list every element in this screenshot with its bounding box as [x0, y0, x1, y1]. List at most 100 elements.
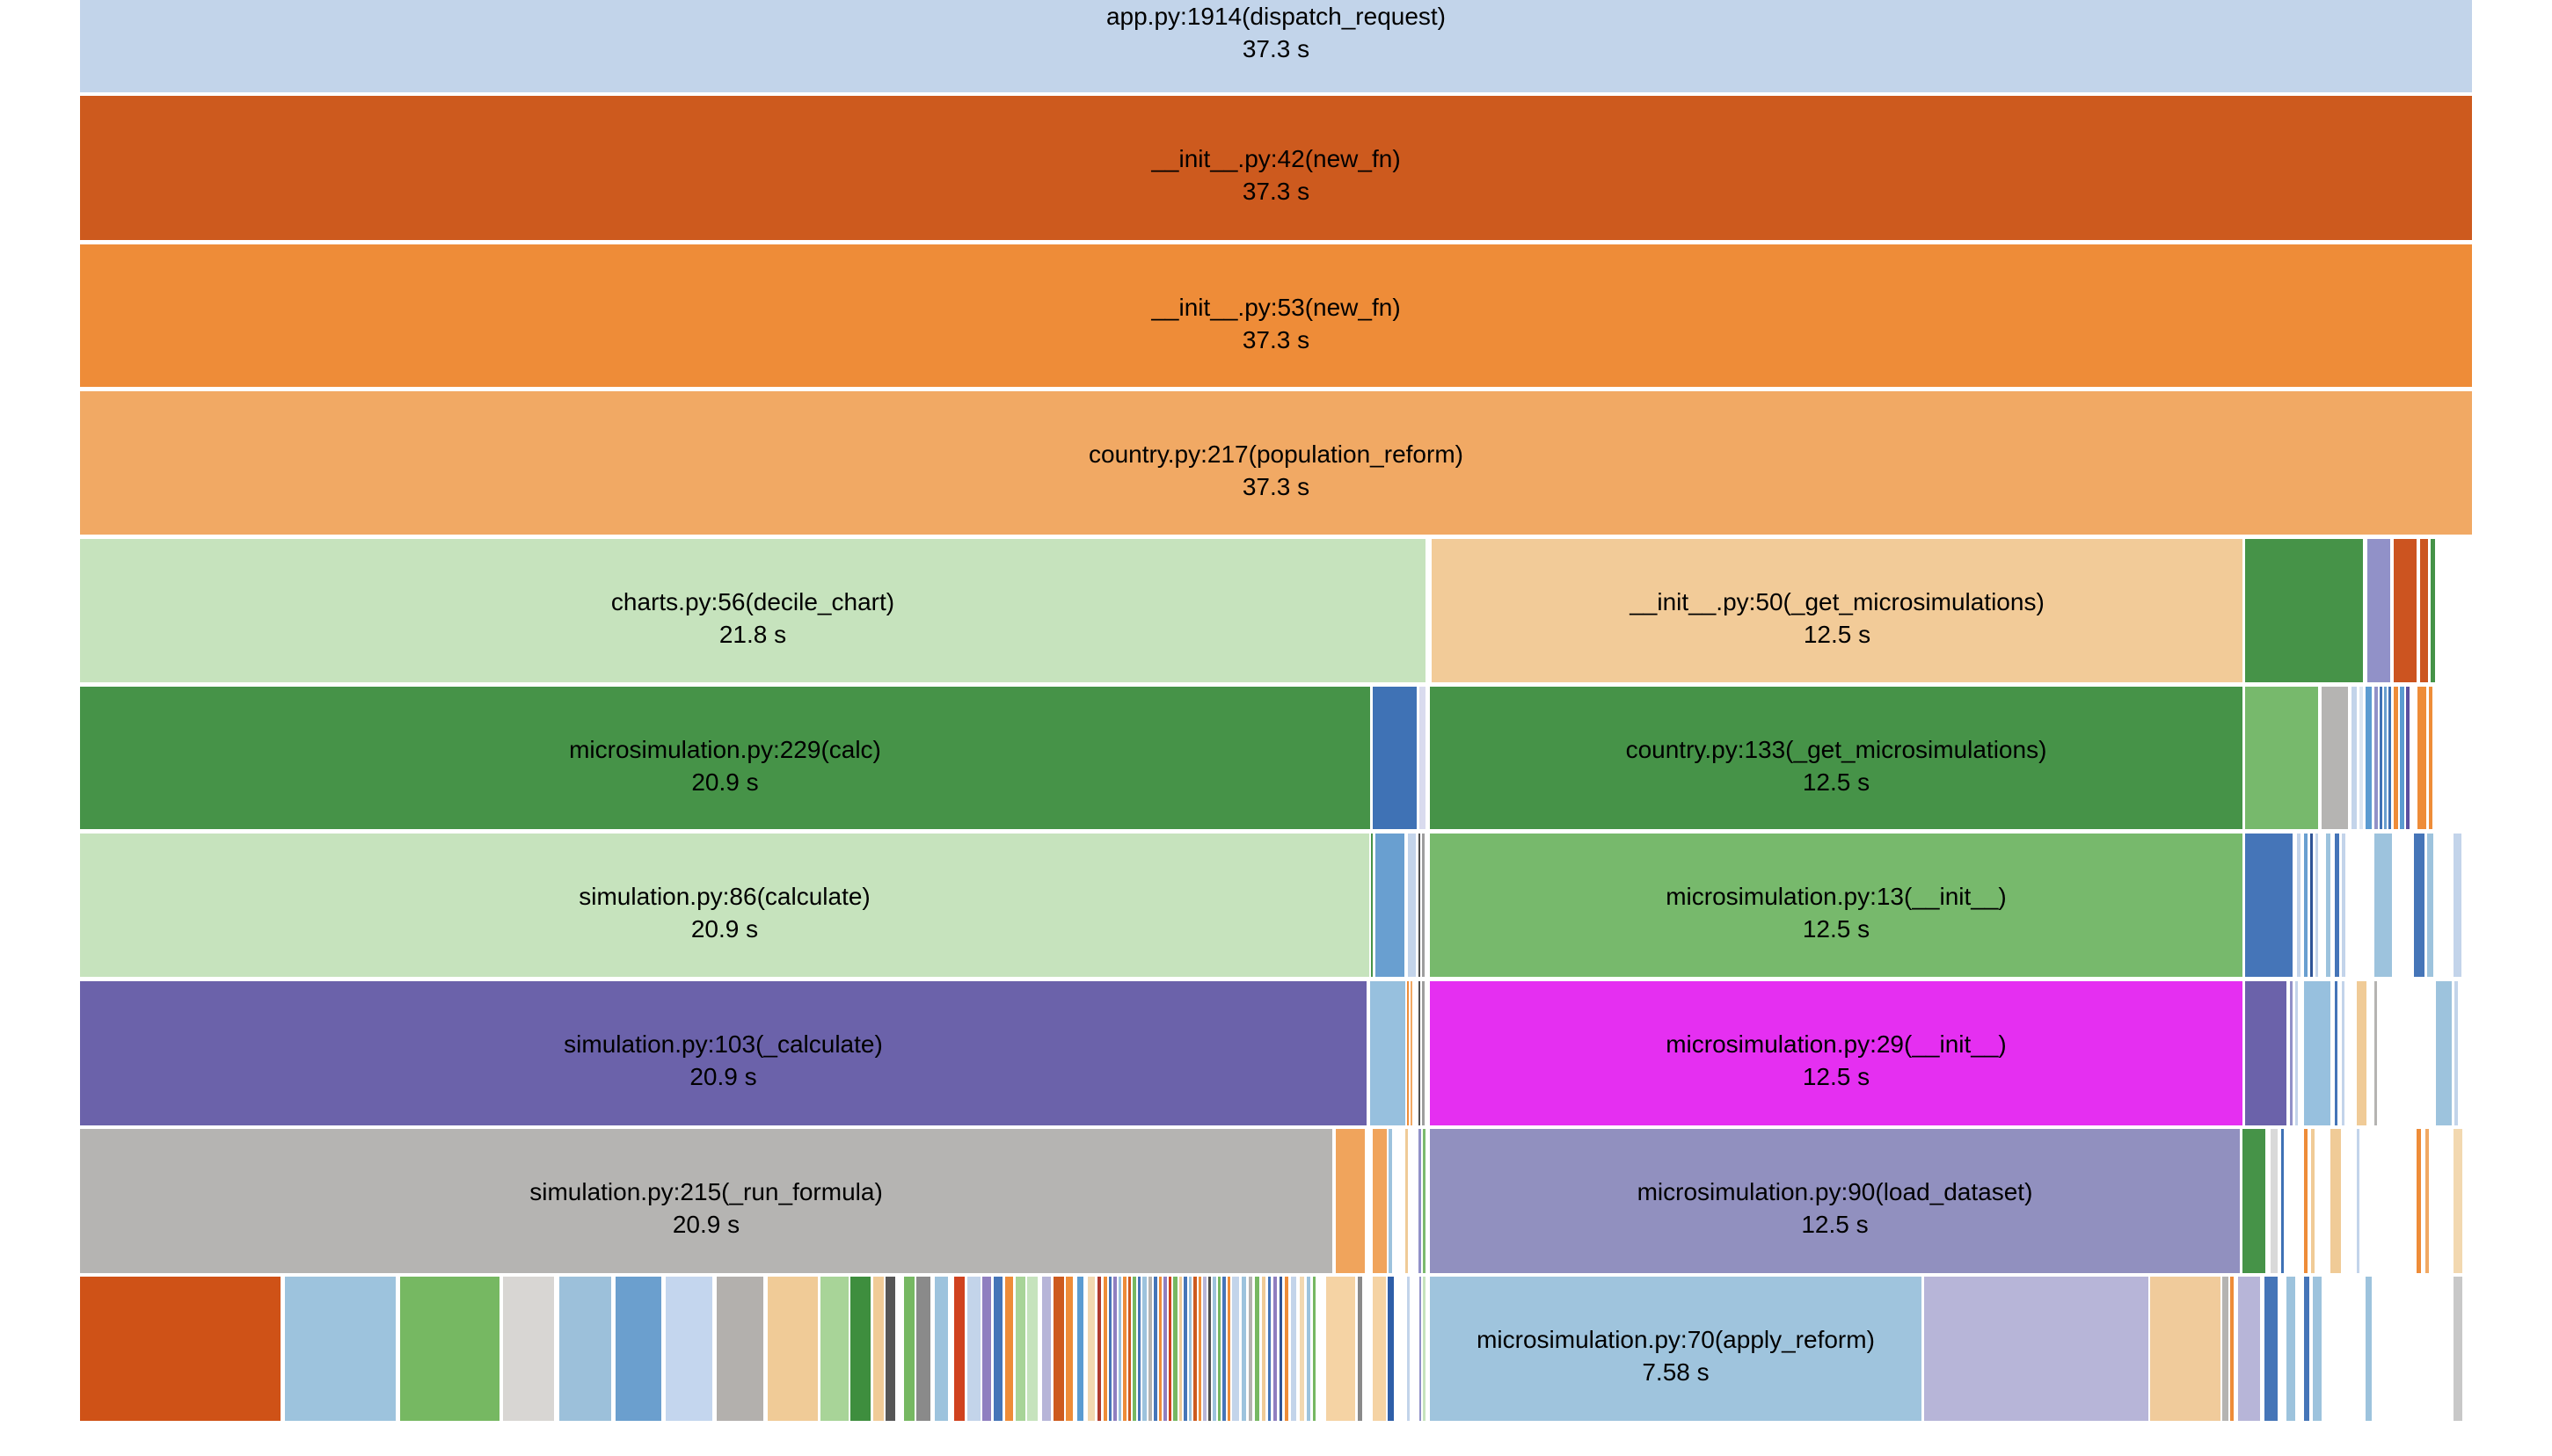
flame-block[interactable] [1159, 1277, 1162, 1421]
flame-block[interactable] [2431, 539, 2435, 682]
flame-block[interactable] [1268, 1277, 1271, 1421]
flame-block[interactable] [2374, 834, 2392, 977]
flame-block[interactable] [1313, 1277, 1316, 1421]
flame-block[interactable] [2388, 687, 2391, 829]
flame-block[interactable] [1228, 1277, 1230, 1421]
flame-block[interactable]: country.py:217(population_reform)37.3 s [80, 391, 2472, 535]
flame-block[interactable] [1280, 1277, 1282, 1421]
flame-block[interactable] [1407, 981, 1409, 1125]
flame-block[interactable] [2359, 687, 2363, 829]
flame-block[interactable] [1097, 1277, 1101, 1421]
flame-block[interactable] [2281, 1129, 2284, 1273]
flame-block[interactable] [1291, 1277, 1296, 1421]
flame-block[interactable] [994, 1277, 1003, 1421]
flame-block[interactable] [2150, 1277, 2220, 1421]
flame-block[interactable] [2394, 687, 2398, 829]
flame-block[interactable] [2454, 1129, 2462, 1273]
flame-block[interactable] [1388, 1277, 1394, 1421]
flame-block[interactable] [1005, 1277, 1013, 1421]
flame-block[interactable] [559, 1277, 611, 1421]
flame-block[interactable] [1154, 1277, 1157, 1421]
flame-block[interactable] [2290, 981, 2293, 1125]
flame-block[interactable] [1138, 1277, 1141, 1421]
flame-block[interactable] [2245, 539, 2363, 682]
flame-block[interactable] [1285, 1277, 1288, 1421]
flame-block[interactable] [2429, 687, 2432, 829]
flame-block[interactable] [2245, 981, 2286, 1125]
flame-block[interactable] [2342, 834, 2345, 977]
flame-block[interactable] [982, 1277, 991, 1421]
flame-block[interactable] [1419, 687, 1425, 829]
flame-block[interactable] [1924, 1277, 2148, 1421]
flame-block[interactable] [1373, 1277, 1386, 1421]
flame-block[interactable] [1370, 981, 1405, 1125]
flame-block[interactable] [1273, 1277, 1277, 1421]
flame-block[interactable] [1027, 1277, 1038, 1421]
flame-block[interactable] [1104, 1277, 1107, 1421]
flame-block[interactable]: __init__.py:53(new_fn)37.3 s [80, 244, 2472, 387]
flame-block[interactable] [1375, 834, 1404, 977]
flame-block[interactable] [916, 1277, 930, 1421]
flame-block[interactable] [1249, 1277, 1252, 1421]
flame-block[interactable] [1422, 981, 1425, 1125]
flame-block[interactable] [2417, 1129, 2421, 1273]
flame-block[interactable] [2304, 834, 2308, 977]
flame-block[interactable] [2304, 1277, 2309, 1421]
flame-block[interactable] [666, 1277, 712, 1421]
flame-block[interactable] [1358, 1277, 1362, 1421]
flame-block[interactable] [2400, 687, 2404, 829]
flame-block[interactable] [1148, 1277, 1152, 1421]
flame-block[interactable] [1218, 1277, 1221, 1421]
flame-block[interactable] [1405, 1129, 1408, 1273]
flame-block[interactable] [1208, 1277, 1211, 1421]
flame-block[interactable] [904, 1277, 915, 1421]
flame-block[interactable] [2311, 1129, 2315, 1273]
flame-block[interactable]: microsimulation.py:229(calc)20.9 s [80, 687, 1370, 829]
flame-block[interactable] [2357, 981, 2366, 1125]
flame-block[interactable] [2335, 834, 2339, 977]
flame-block[interactable] [2264, 1277, 2278, 1421]
flame-block[interactable] [1088, 1277, 1095, 1421]
flame-block[interactable] [954, 1277, 965, 1421]
flame-block[interactable] [2366, 1277, 2372, 1421]
flame-block[interactable] [2374, 981, 2377, 1125]
flame-block[interactable] [2436, 981, 2452, 1125]
flame-block[interactable] [820, 1277, 849, 1421]
flame-block[interactable]: charts.py:56(decile_chart)21.8 s [80, 539, 1425, 682]
flame-block[interactable] [616, 1277, 661, 1421]
flame-block[interactable] [1054, 1277, 1064, 1421]
flame-block[interactable] [1169, 1277, 1171, 1421]
flame-block[interactable] [2454, 981, 2458, 1125]
flame-block[interactable] [2230, 1277, 2234, 1421]
flame-block[interactable] [1184, 1277, 1187, 1421]
flame-block[interactable] [1418, 834, 1420, 977]
flame-block[interactable] [850, 1277, 871, 1421]
flame-block[interactable] [1389, 1129, 1392, 1273]
flame-block[interactable] [2414, 834, 2424, 977]
flame-block[interactable] [2330, 1129, 2341, 1273]
flame-block[interactable] [1179, 1277, 1182, 1421]
flame-block[interactable]: __init__.py:42(new_fn)37.3 s [80, 96, 2472, 240]
flame-block[interactable]: __init__.py:50(_get_microsimulations)12.… [1432, 539, 2242, 682]
flame-block[interactable] [2417, 687, 2426, 829]
flame-block[interactable] [1423, 1129, 1425, 1273]
flame-block[interactable] [1042, 1277, 1051, 1421]
flame-block[interactable]: microsimulation.py:90(load_dataset)12.5 … [1430, 1129, 2240, 1273]
flame-block[interactable]: microsimulation.py:13(__init__)12.5 s [1430, 834, 2242, 977]
flame-block[interactable] [2394, 539, 2417, 682]
flame-block[interactable] [1300, 1277, 1304, 1421]
flame-block[interactable]: microsimulation.py:29(__init__)12.5 s [1430, 981, 2242, 1125]
flame-block[interactable] [2427, 834, 2433, 977]
flame-block[interactable] [2245, 834, 2293, 977]
flame-block[interactable] [2367, 539, 2390, 682]
flame-block[interactable] [1407, 1277, 1410, 1421]
flame-block[interactable] [2454, 1277, 2462, 1421]
flame-block[interactable]: microsimulation.py:70(apply_reform)7.58 … [1430, 1277, 1921, 1421]
flame-block[interactable] [1255, 1277, 1259, 1421]
flame-block[interactable] [717, 1277, 763, 1421]
flame-block[interactable] [2304, 1129, 2308, 1273]
flame-block[interactable] [1119, 1277, 1121, 1421]
flame-block[interactable] [2454, 834, 2461, 977]
flame-block[interactable]: simulation.py:86(calculate)20.9 s [80, 834, 1369, 977]
flame-block[interactable] [1142, 1277, 1147, 1421]
